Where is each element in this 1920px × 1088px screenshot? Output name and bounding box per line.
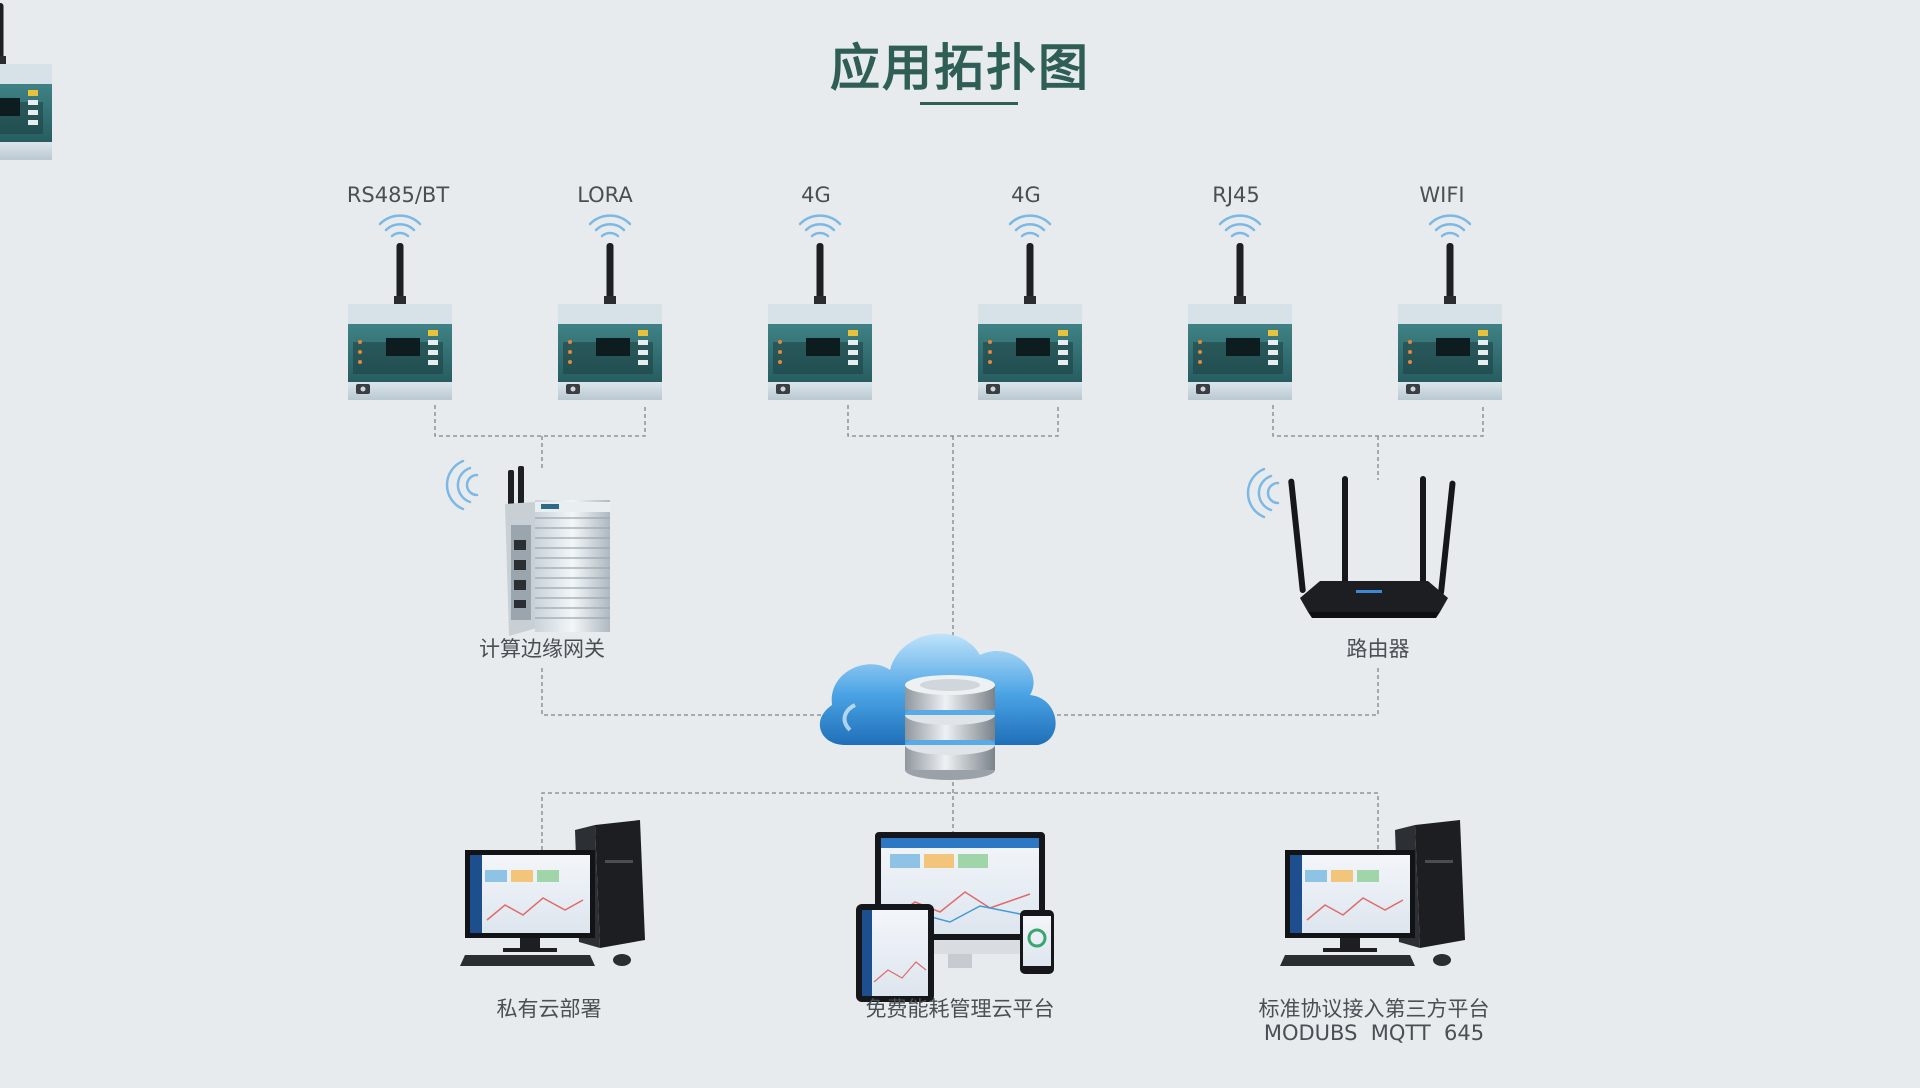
router-device (1246, 467, 1456, 618)
protocol-list: MODUBS MQTT 645 (1263, 1021, 1485, 1045)
gateway-label: 计算边缘网关 (479, 637, 605, 661)
wifi-signal-icon (445, 459, 479, 511)
desktop-pc-icon (460, 820, 645, 966)
wifi-signal-icon (1246, 467, 1280, 519)
page-title: 应用拓扑图 (830, 39, 1090, 97)
meter-label-4g-1: 4G (801, 183, 831, 207)
free-platform-label: 免费能耗管理云平台 (865, 997, 1055, 1021)
meter-label-lora: LORA (577, 183, 633, 207)
meter-devices (0, 3, 52, 160)
multi-device-platform-icon (856, 832, 1054, 1002)
meter-device (0, 3, 52, 160)
meter-label-wifi: WIFI (1419, 183, 1465, 207)
edge-gateway-device (445, 459, 610, 636)
meter-label-rs485: RS485/BT (346, 183, 450, 207)
router-label: 路由器 (1346, 637, 1410, 661)
title-underline (920, 102, 1018, 105)
third-party-label: 标准协议接入第三方平台 (1258, 997, 1490, 1021)
connection-lines (434, 405, 1484, 870)
meter-label-4g-2: 4G (1011, 183, 1041, 207)
meter-label-rj45: RJ45 (1212, 183, 1260, 207)
cloud-server-icon (819, 633, 1056, 780)
private-cloud-label: 私有云部署 (496, 997, 602, 1021)
